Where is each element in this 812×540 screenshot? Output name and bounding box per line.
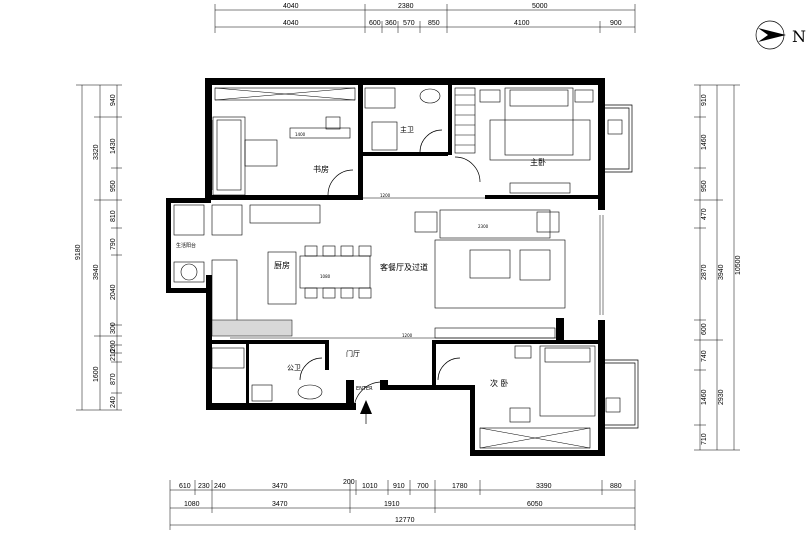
- svg-text:1460: 1460: [701, 134, 708, 150]
- svg-text:240: 240: [110, 396, 117, 408]
- svg-text:910: 910: [393, 483, 405, 490]
- svg-text:300: 300: [110, 322, 117, 334]
- top-dim-inner-7: 900: [610, 20, 622, 27]
- svg-text:210: 210: [110, 349, 117, 361]
- top-dim-outer-3: 5000: [532, 3, 548, 10]
- study-label: 书房: [313, 164, 329, 174]
- svg-text:870: 870: [110, 373, 117, 385]
- svg-text:3470: 3470: [272, 501, 288, 508]
- top-dim-inner-3: 360: [385, 20, 397, 27]
- svg-text:3470: 3470: [272, 483, 288, 490]
- master-bath: 主卫: [364, 87, 481, 183]
- svg-text:610: 610: [179, 483, 191, 490]
- bottom-total-dim: 12770: [395, 517, 415, 524]
- svg-text:700: 700: [417, 483, 429, 490]
- study-room: 书房 1400: [212, 87, 356, 196]
- svg-text:1600: 1600: [93, 366, 100, 382]
- north-arrow-icon: N: [755, 20, 806, 50]
- top-dim-outer-1: 4040: [283, 3, 299, 10]
- bottom-dimensions: 610 230 240 3470 200 1010 910 700 1780 3…: [169, 479, 636, 530]
- svg-text:1080: 1080: [320, 274, 331, 279]
- svg-text:470: 470: [701, 208, 708, 220]
- svg-text:2870: 2870: [701, 264, 708, 280]
- svg-text:2300: 2300: [478, 224, 489, 229]
- second-bed-label: 次 卧: [490, 378, 509, 388]
- svg-text:940: 940: [110, 94, 117, 106]
- second-bedroom: 次 卧: [437, 345, 621, 449]
- svg-text:1400: 1400: [295, 132, 306, 137]
- svg-text:1010: 1010: [362, 483, 378, 490]
- living-label: 客餐厅及过道: [380, 262, 428, 272]
- master-bath-label: 主卫: [400, 125, 414, 134]
- svg-text:1460: 1460: [701, 389, 708, 405]
- svg-text:230: 230: [198, 483, 210, 490]
- svg-text:1780: 1780: [452, 483, 468, 490]
- guest-bath-label: 公卫: [287, 364, 301, 372]
- bay-windows: [208, 104, 639, 429]
- left-total-dim: 9180: [75, 244, 82, 260]
- top-dim-inner-1: 4040: [283, 20, 299, 27]
- top-dim-inner-4: 570: [403, 20, 415, 27]
- svg-text:200: 200: [343, 479, 355, 486]
- balcony-label: 生活阳台: [176, 242, 196, 249]
- balcony: 生活阳台: [173, 204, 205, 283]
- right-dimensions: 10500 910 1460 950 470 2870 3940 600 740…: [694, 84, 742, 451]
- svg-text:3940: 3940: [93, 264, 100, 280]
- top-dimensions: 4040 2380 5000 4040 600 360 570 850 4100…: [214, 3, 636, 33]
- svg-text:2930: 2930: [718, 389, 725, 405]
- foyer: 门厅 ENTER: [346, 349, 383, 424]
- living-room: 客餐厅及过道 2300 1080 1200 1200: [230, 193, 600, 339]
- svg-text:880: 880: [610, 483, 622, 490]
- svg-text:1910: 1910: [384, 501, 400, 508]
- svg-text:N: N: [792, 27, 806, 46]
- kitchen: 厨房: [211, 204, 321, 337]
- svg-text:790: 790: [110, 238, 117, 250]
- svg-text:2040: 2040: [110, 284, 117, 300]
- enter-label: ENTER: [356, 386, 373, 392]
- dining-area: [299, 245, 372, 299]
- svg-text:240: 240: [214, 483, 226, 490]
- walls: [166, 78, 605, 456]
- right-total-dim: 10500: [735, 255, 742, 275]
- top-dim-inner-6: 4100: [514, 20, 530, 27]
- svg-text:1430: 1430: [110, 138, 117, 154]
- svg-text:3320: 3320: [93, 144, 100, 160]
- top-dim-inner-2: 600: [369, 20, 381, 27]
- svg-text:910: 910: [701, 94, 708, 106]
- svg-text:6050: 6050: [527, 501, 543, 508]
- kitchen-label: 厨房: [274, 260, 290, 270]
- svg-text:1200: 1200: [380, 193, 391, 198]
- master-bed-label: 主卧: [530, 157, 546, 167]
- svg-text:3940: 3940: [718, 264, 725, 280]
- svg-text:710: 710: [701, 433, 708, 445]
- entry-arrow-icon: [360, 400, 372, 414]
- left-dimensions: 9180 940 3320 1430 950 810 790 3940 2040…: [75, 84, 122, 411]
- svg-text:1080: 1080: [184, 501, 200, 508]
- svg-text:260: 260: [110, 340, 117, 352]
- svg-text:810: 810: [110, 210, 117, 222]
- svg-text:740: 740: [701, 350, 708, 362]
- top-dim-inner-5: 850: [428, 20, 440, 27]
- svg-text:1200: 1200: [402, 333, 413, 338]
- svg-text:600: 600: [701, 323, 708, 335]
- top-dim-outer-2: 2380: [398, 3, 414, 10]
- svg-text:950: 950: [110, 180, 117, 192]
- svg-text:950: 950: [701, 180, 708, 192]
- svg-text:3390: 3390: [536, 483, 552, 490]
- guest-bath: 公卫: [211, 347, 323, 402]
- foyer-label: 门厅: [346, 349, 360, 358]
- master-bedroom: 主卧: [479, 87, 623, 194]
